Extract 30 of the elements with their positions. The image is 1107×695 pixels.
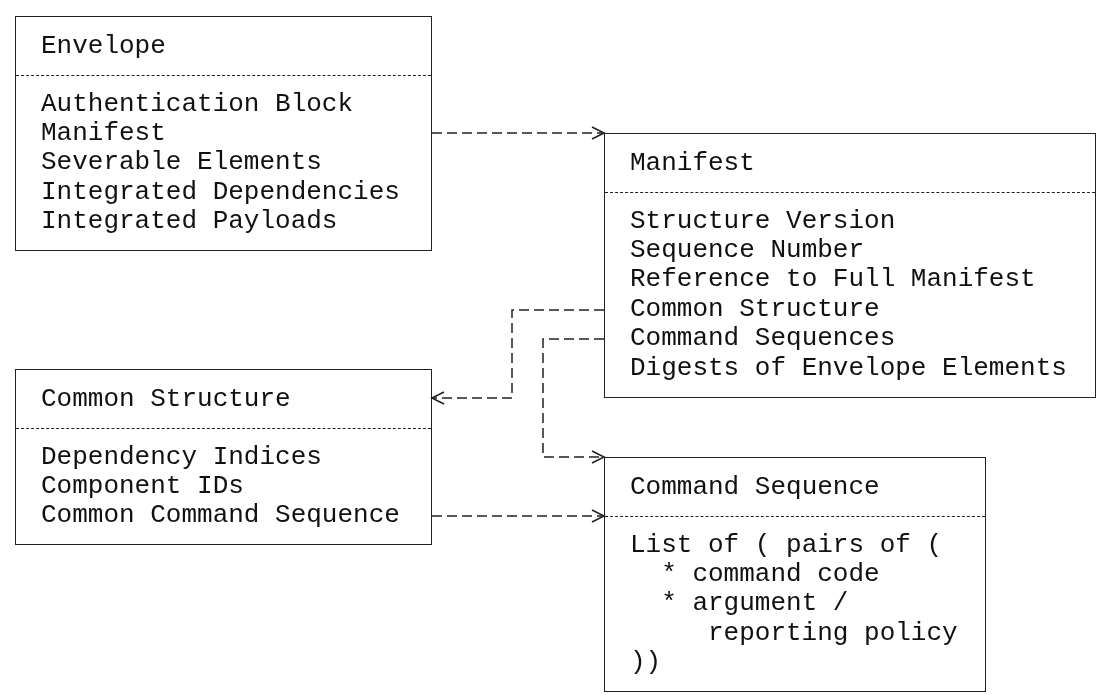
- record-box: [15, 16, 432, 252]
- field-label: Authentication Block: [41, 89, 355, 119]
- field-label: Digests of Envelope Elements: [630, 353, 1068, 383]
- record-box: [604, 457, 986, 693]
- arrow: [542, 338, 605, 464]
- field-label: Common Command Sequence: [41, 501, 401, 531]
- field-label: Dependency Indices: [41, 442, 323, 472]
- box-heading: Command Sequence: [630, 472, 880, 503]
- field-label: Sequence Number: [630, 235, 866, 266]
- field-label: Integrated Payloads: [41, 207, 339, 237]
- field-label: Reference to Full Manifest: [630, 265, 1037, 295]
- field-label: Severable Elements: [41, 148, 323, 178]
- record-box: [15, 369, 432, 546]
- arrow: [431, 126, 605, 140]
- field-label: )): [630, 648, 663, 678]
- field-label: Common Structure: [630, 294, 881, 325]
- field-label: Manifest: [41, 118, 167, 149]
- record-box: [604, 133, 1096, 398]
- field-label: * argument / reporting policy: [661, 589, 959, 649]
- field-label: Integrated Dependencies: [41, 177, 401, 208]
- box-heading: Manifest: [630, 148, 755, 179]
- arrow: [431, 509, 605, 523]
- arrow: [431, 309, 605, 405]
- box-heading: Envelope: [41, 31, 166, 62]
- field-label: Structure Version: [630, 206, 897, 236]
- field-label: * command code: [661, 559, 881, 590]
- box-heading: Common Structure: [41, 384, 291, 415]
- field-label: List of ( pairs of (: [630, 530, 944, 560]
- field-label: Command Sequences: [630, 324, 897, 354]
- field-label: Component IDs: [41, 471, 245, 502]
